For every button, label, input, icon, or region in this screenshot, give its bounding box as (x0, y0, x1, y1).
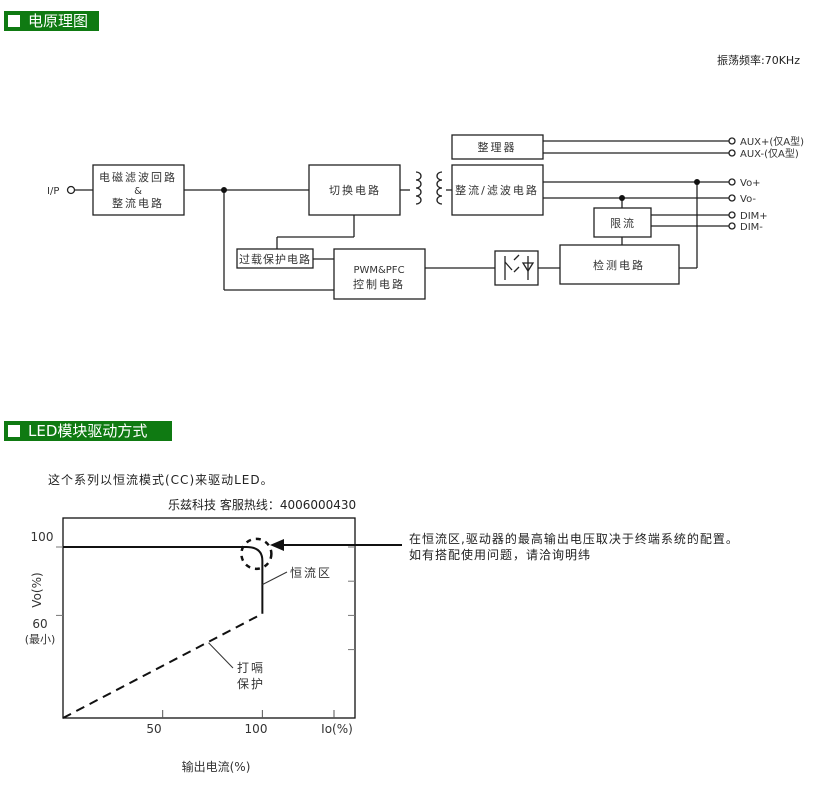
leader-line-cc (262, 571, 288, 586)
svg-text:Vo+: Vo+ (740, 178, 761, 189)
section-title: 电原理图 (28, 12, 89, 30)
section-header-schematic: 电原理图 (4, 11, 99, 31)
square-bullet-icon (8, 15, 20, 27)
arrow-head-icon (270, 539, 284, 551)
detect-circuit-block (559, 244, 680, 285)
junction-dot (619, 195, 625, 201)
terminal-aux-minus (728, 149, 736, 157)
svg-text:DIM+: DIM+ (740, 211, 768, 222)
description: 这个系列以恒流模式(CC)来驱动LED。 (48, 473, 274, 487)
knee-arrow (270, 539, 402, 551)
svg-text:整流电路: 整流电路 (112, 196, 164, 210)
series-constant-voltage-to-constant-current (63, 546, 264, 614)
rectifier-block (451, 164, 544, 216)
knee-highlight-circle (240, 537, 273, 571)
terminal-vo-plus (728, 178, 736, 186)
optocoupler-block (494, 250, 539, 286)
terminal-vo-minus (728, 194, 736, 202)
svg-text:整流/滤波电路: 整流/滤波电路 (455, 183, 539, 197)
y-tick-label-60: 60 (32, 617, 47, 631)
y-tick-label-100: 100 (31, 530, 54, 544)
section-header-led-drive: LED模块驱动方式 (4, 421, 172, 441)
x-axis-end-label: Io(%) (321, 722, 353, 736)
note-line-1: 在恒流区,驱动器的最高输出电压取决于终端系统的配置。 (409, 532, 739, 546)
y-axis-label: Vo(%) (30, 572, 44, 607)
x-tick-label-50: 50 (146, 722, 161, 736)
svg-text:AUX-(仅A型): AUX-(仅A型) (740, 147, 799, 160)
x-axis-label: 输出电流(%) (182, 759, 251, 774)
hotline: 乐兹科技 客服热线：4006000430 (168, 498, 357, 512)
annotation-hiccup-1: 打嗝 (237, 661, 265, 675)
svg-text:PWM&PFC: PWM&PFC (353, 265, 404, 276)
note-line-2: 如有搭配使用问题，请洽询明纬 (409, 548, 592, 562)
annotation-hiccup-2: 保护 (237, 677, 265, 691)
svg-text:控制电路: 控制电路 (353, 277, 405, 291)
svg-text:电磁滤波回路: 电磁滤波回路 (99, 171, 177, 184)
junction-dot (221, 187, 227, 193)
section-title: LED模块驱动方式 (28, 422, 148, 440)
terminal-dim-plus (728, 211, 736, 219)
oscillation-frequency: 振荡频率:70KHz (717, 54, 800, 67)
square-bullet-icon (8, 425, 20, 437)
annotation-cc-region: 恒流区 (290, 566, 332, 580)
svg-text:Vo-: Vo- (740, 194, 756, 205)
svg-text:&: & (134, 186, 142, 197)
block-diagram: I/P 电磁滤波回路 & 整流电路 切换电路 整理器 整流/滤波电路 限流 检测… (47, 134, 804, 300)
series-hiccup-protection (62, 612, 263, 719)
svg-text:DIM-: DIM- (740, 222, 763, 233)
svg-text:过载保护电路: 过载保护电路 (239, 252, 311, 266)
svg-text:检测电路: 检测电路 (593, 258, 645, 272)
svg-text:AUX+(仅A型): AUX+(仅A型) (740, 135, 804, 148)
leader-line-hiccup (208, 642, 234, 669)
regulator-block (451, 134, 544, 160)
input-terminal (66, 185, 76, 195)
svg-text:切换电路: 切换电路 (329, 183, 381, 197)
terminal-dim-minus (728, 222, 736, 230)
x-tick-label-100: 100 (245, 722, 268, 736)
transformer-primary (415, 171, 422, 205)
svg-text:限流: 限流 (610, 216, 636, 230)
input-label: I/P (47, 186, 59, 197)
transformer-secondary (436, 171, 443, 205)
vi-curve-chart: 100 60 (最小) Vo(%) 50 100 Io(%) 输出电流(%) 恒… (25, 517, 356, 774)
plot-frame (62, 517, 356, 719)
terminal-aux-plus (728, 137, 736, 145)
pwm-pfc-block (333, 248, 426, 300)
svg-text:整理器: 整理器 (478, 140, 517, 154)
y-tick-sublabel: (最小) (25, 633, 56, 646)
junction-dot (694, 179, 700, 185)
